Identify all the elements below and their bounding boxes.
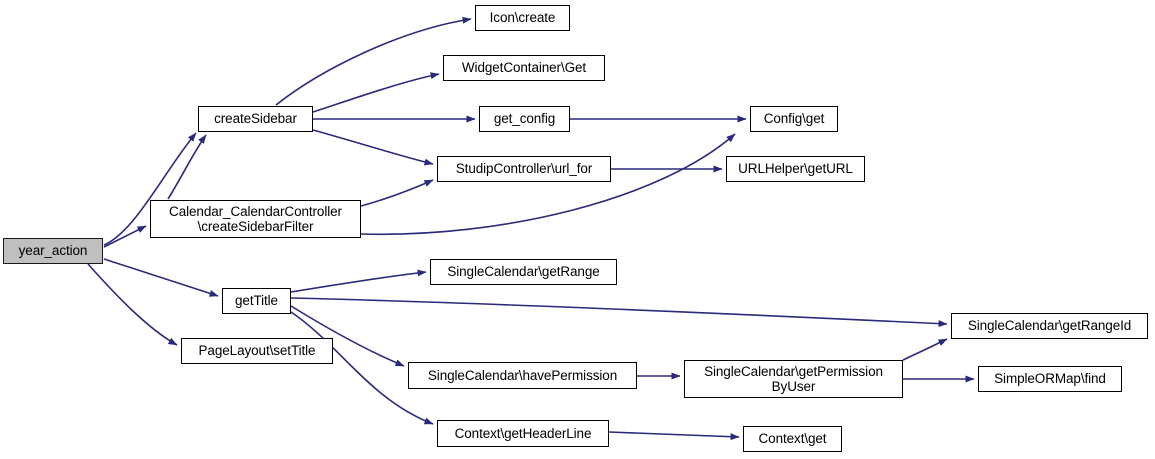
graph-node-permissionByUser[interactable]: SingleCalendar\getPermission ByUser [684, 360, 903, 398]
graph-node-year_action[interactable]: year_action [3, 238, 103, 264]
edge-year_action-to-getTitle [103, 258, 219, 297]
edge-sidebarFilter-to-configGet [360, 133, 736, 236]
edge-createSidebar-to-iconCreate [275, 16, 472, 106]
edge-permissionByUser-to-getRangeId [902, 338, 948, 361]
graph-node-contextGet[interactable]: Context\get [743, 426, 842, 452]
graph-node-configGet[interactable]: Config\get [750, 106, 838, 132]
graph-node-sidebarFilter[interactable]: Calendar_CalendarController \createSideb… [150, 200, 361, 238]
edge-sidebarFilter-to-urlFor [360, 179, 434, 207]
edge-getTitle-to-getRange [290, 269, 427, 293]
graph-node-getRange[interactable]: SingleCalendar\getRange [430, 259, 617, 285]
graph-node-getHeaderLine[interactable]: Context\getHeaderLine [437, 420, 609, 447]
graph-node-createSidebar[interactable]: createSidebar [198, 106, 313, 132]
graph-node-setTitle[interactable]: PageLayout\setTitle [181, 338, 333, 364]
edge-year_action-to-setTitle [87, 263, 178, 346]
edge-year_action-to-sidebarFilter [103, 225, 147, 248]
graph-node-getTitle[interactable]: getTitle [222, 288, 291, 314]
graph-node-urlFor[interactable]: StudipController\url_for [437, 156, 611, 182]
edge-createSidebar-to-widgetGet [312, 72, 440, 113]
graph-node-getRangeId[interactable]: SingleCalendar\getRangeId [951, 313, 1148, 339]
graph-node-getConfig[interactable]: get_config [479, 106, 570, 132]
graph-node-havePermission[interactable]: SingleCalendar\havePermission [408, 362, 637, 389]
graph-node-ormapFind[interactable]: SimpleORMap\find [978, 366, 1122, 392]
graph-node-iconCreate[interactable]: Icon\create [475, 5, 570, 31]
edge-createSidebar-to-urlFor [312, 129, 434, 166]
graph-node-widgetGet[interactable]: WidgetContainer\Get [443, 55, 605, 81]
graph-node-getURL[interactable]: URLHelper\getURL [726, 156, 865, 182]
edge-sidebarFilter-to-createSidebar [167, 134, 207, 200]
edge-getTitle-to-getRangeId [290, 297, 948, 328]
edge-getHeaderLine-to-contextGet [608, 431, 740, 441]
